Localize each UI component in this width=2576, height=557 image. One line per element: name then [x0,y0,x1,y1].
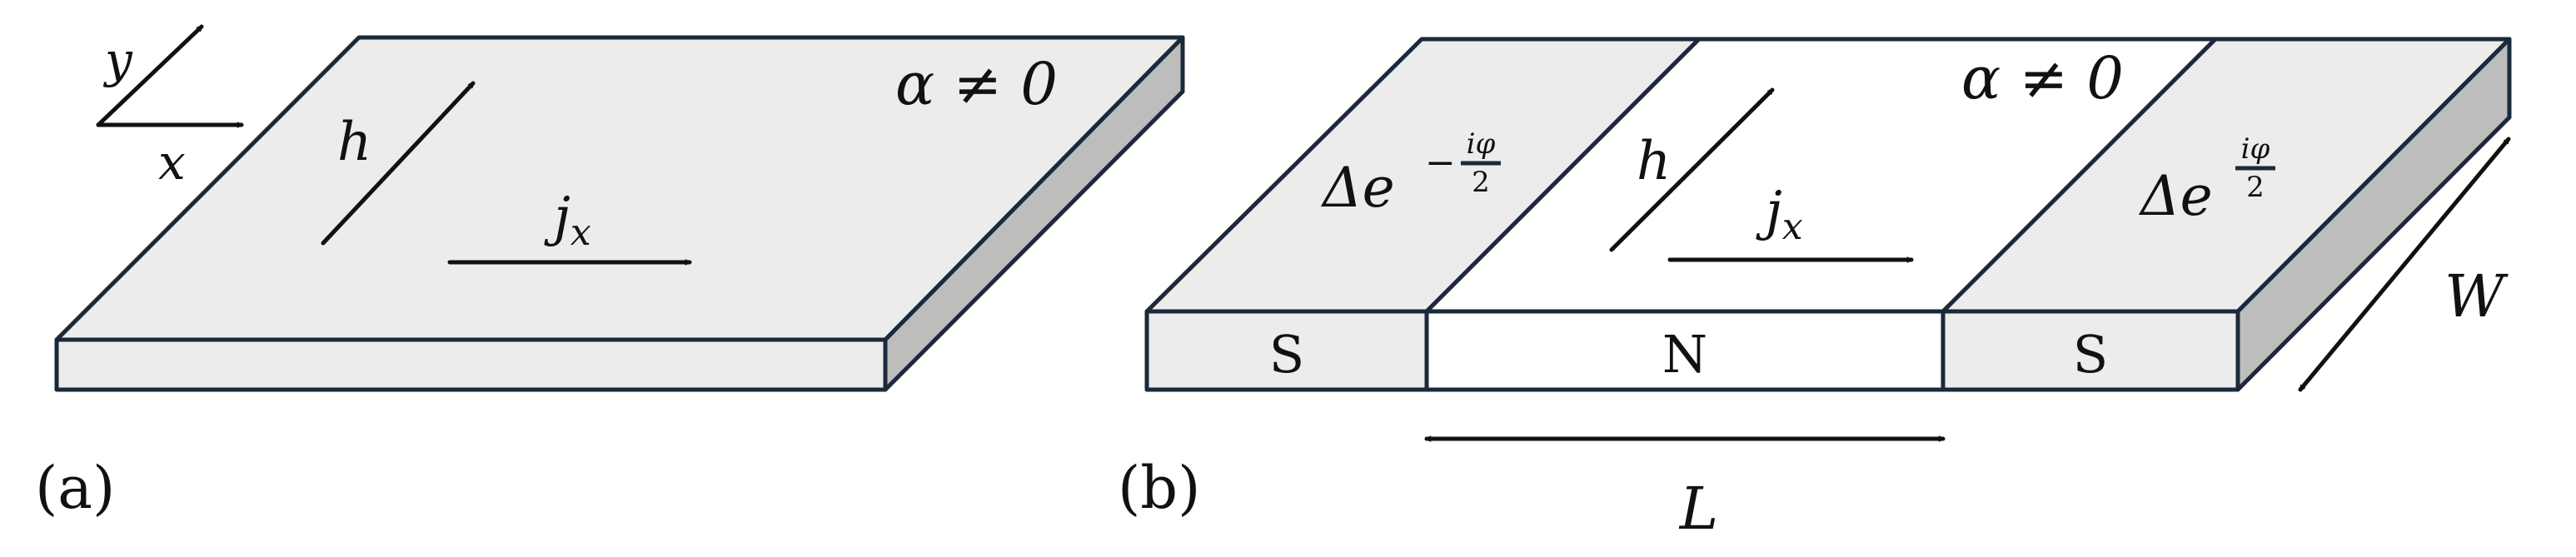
field-h-arrow-b [1609,87,1775,252]
field-h-label-b: h [1637,131,1671,192]
panel-b-label: (b) [1118,454,1200,522]
axis-x-label: x [158,134,186,191]
slab-a-front [54,337,888,392]
field-h-label: h [337,112,371,173]
length-label: L [1678,475,1718,543]
rashba-label-b: α ≠ 0 [1961,44,2124,112]
left-s-label: S [1269,324,1304,385]
panel-a: y x h jx α ≠ 0 (a) [35,24,1185,522]
width-arrow [2298,137,2511,392]
right-gap-label: Δe [2138,164,2213,228]
axis-y-arrow [96,24,204,127]
rashba-label: α ≠ 0 [895,50,1058,118]
left-gap-exp-sign: − [1425,142,1456,184]
field-h-arrow [321,81,476,246]
width-label: W [2444,262,2509,331]
right-s-label: S [2073,324,2108,385]
panel-a-label: (a) [35,454,115,522]
slab-a-side [883,35,1185,392]
left-gap-label: Δe [1320,156,1395,220]
left-gap-exp-num: iφ [1467,127,1496,161]
panel-b: S N S Δe − iφ 2 Δe iφ 2 h jx α ≠ 0 L W (… [1118,37,2512,543]
right-gap-exp-num: iφ [2241,132,2270,166]
axis-y-label: y [102,32,133,88]
n-label: N [1662,324,1707,385]
left-gap-exp-den: 2 [1472,166,1490,199]
right-gap-exp-den: 2 [2246,171,2265,204]
